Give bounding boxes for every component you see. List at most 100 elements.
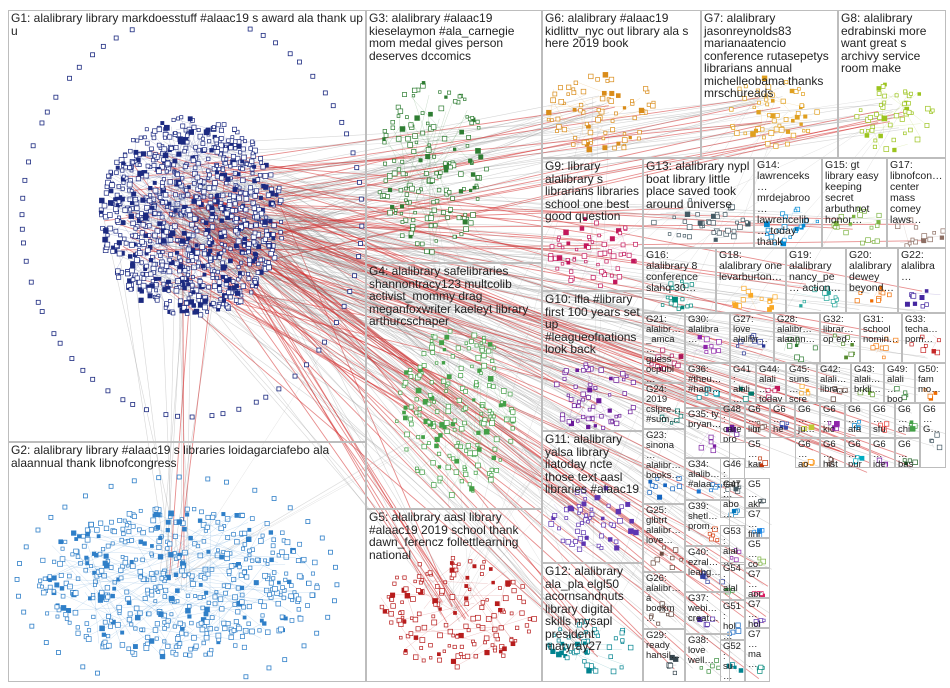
- group-label: G54: alal… apr…: [723, 564, 742, 600]
- group-label: G10: ifla #library first 100 years set u…: [545, 293, 640, 356]
- group-label: G13: alalibrary nypl boat library little…: [646, 160, 751, 210]
- group-label: G6… he…: [773, 405, 792, 438]
- group-label: G6… bas…: [898, 440, 917, 468]
- group-label: G6… kic…: [823, 405, 842, 438]
- group-label: G52: su…: [723, 642, 742, 682]
- group-box-g55: G5… kar…: [745, 438, 770, 468]
- group-label: G48: care pro…: [723, 405, 742, 443]
- group-box-g64: G6… ju…: [795, 403, 820, 438]
- group-box-g33: G33: techa… pom…: [902, 313, 946, 363]
- group-label: G32: librar… op ed…: [823, 315, 857, 345]
- group-label: G6… afa…: [848, 405, 867, 438]
- group-box-g8: G8: alalibrary edrabinski more want grea…: [838, 10, 946, 158]
- group-label: G41: alali… lesle…: [733, 365, 753, 403]
- group-label: G30: alalibra…: [688, 315, 727, 345]
- group-label: G5… kar…: [748, 440, 767, 468]
- group-box-g68: G6… chi…: [895, 403, 920, 438]
- group-box-g25: G25: glbtrt alalibr… love…: [643, 504, 685, 572]
- group-box-g62: G6… libr…: [745, 403, 770, 438]
- group-label: G44: alali… today…: [759, 365, 783, 403]
- group-box-g47: G47: abo… wor…: [720, 478, 745, 518]
- group-box-g67: G6… sfu…: [870, 403, 895, 438]
- group-label: G49: alali… boo…: [887, 365, 912, 403]
- group-label: G11: alalibrary yalsa library ilatoday n…: [545, 433, 640, 496]
- group-box-g73: G6… bas…: [895, 438, 920, 468]
- group-box-g66: G6… afa…: [845, 403, 870, 438]
- group-label: G4: alalibrary safelibraries shannontrac…: [369, 265, 539, 328]
- group-label: G15: gt library easy keeping secret arbu…: [825, 160, 884, 226]
- group-box-g50: G50: fam mo…: [915, 363, 946, 403]
- group-label: G7: alalibrary jasonreynolds83 marianaat…: [704, 12, 835, 100]
- group-box-g48: G48: care pro…: [720, 403, 745, 443]
- group-box-g16: G16: alalibrary 8 conference slahq 30…: [643, 248, 716, 313]
- group-box-g45: G45: suns… scre…: [786, 363, 817, 403]
- group-box-g43: G43: alali… brkli…: [851, 363, 884, 403]
- group-label: G7… ma…: [748, 630, 767, 670]
- group-box-g21: G21: alalibr… _amca… guess ocpubl…: [643, 313, 685, 383]
- group-box-g26: G26: alalibr… á bookm…: [643, 572, 685, 629]
- group-label: G14: lawrenceks… mrdejabroo… lawrencelib…: [757, 160, 819, 248]
- group-box-g51: G51: hol… jea…: [720, 600, 745, 640]
- group-box-g52: G52: su…: [720, 640, 745, 682]
- group-box-g49: G49: alali… boo…: [884, 363, 915, 403]
- group-box-g3: G3: alalibrary #alaac19 kieselaymon #ala…: [366, 10, 542, 263]
- group-label: G6: alalibrary #alaac19 kidlittv_nyc out…: [545, 12, 698, 50]
- group-box-g69: G6… ao…: [795, 438, 820, 468]
- group-box-g1: G1: alalibrary library markdoesstuff #al…: [8, 10, 366, 442]
- group-label: G9: library alalibrary s librarians libr…: [545, 160, 640, 223]
- group-box-g14: G14: lawrenceks… mrdejabroo… lawrencelib…: [754, 158, 822, 248]
- group-box-g59: G7… apr…: [745, 568, 770, 598]
- group-box-g71: G6… pur…: [845, 438, 870, 468]
- group-box-g36: G36: #theu… #ham…: [685, 363, 730, 408]
- group-box-g7: G7: alalibrary jasonreynolds83 marianaat…: [701, 10, 838, 158]
- group-label: G5… akr…: [748, 480, 767, 508]
- group-label: G2: alalibrary library #alaac19 s librar…: [11, 444, 363, 469]
- group-label: G28: alalibr… alaann…: [777, 315, 817, 345]
- group-box-g70: G6… hist…: [820, 438, 845, 468]
- group-box-g18: G18: alalibrary one levarburton…: [716, 248, 786, 313]
- group-label: G7… hol…: [748, 600, 767, 628]
- group-box-g41: G41: alali… lesle…: [730, 363, 756, 403]
- group-box-g17: G17: libnofcon… center mass comey laws…: [887, 158, 946, 248]
- group-label: G31: school nomin…: [863, 315, 899, 345]
- group-label: G6… hist…: [823, 440, 842, 468]
- group-label: G5… co…: [748, 540, 767, 568]
- group-label: G7… fini…: [748, 510, 767, 538]
- group-label: G6… G…: [923, 405, 943, 435]
- group-label: G12: alalibrary ala_pla elgl50 acornsand…: [545, 565, 640, 653]
- group-label: G51: hol… jea…: [723, 602, 742, 640]
- group-box-g11: G11: alalibrary yalsa library ilatoday n…: [542, 431, 643, 563]
- group-label: G50: fam mo…: [918, 365, 943, 395]
- group-label: G6… chi…: [898, 405, 917, 438]
- group-box-g2: G2: alalibrary library #alaac19 s librar…: [8, 442, 366, 682]
- group-label: G17: libnofcon… center mass comey laws…: [890, 160, 943, 226]
- group-label: G16: alalibrary 8 conference slahq 30…: [646, 250, 713, 294]
- group-box-g32: G32: librar… op ed…: [820, 313, 860, 363]
- group-label: G7… apr…: [748, 570, 767, 598]
- group-box-g23: G23: sinona… alalibr… books…: [643, 429, 685, 504]
- group-label: G5: alalibrary aasl library #alaac19 201…: [369, 511, 539, 561]
- group-box-g6: G6: alalibrary #alaac19 kidlittv_nyc out…: [542, 10, 701, 158]
- group-label: G19: alalibrary nancy_pe… action…: [789, 250, 843, 294]
- group-label: G6… sfu…: [873, 405, 892, 438]
- group-label: G47: abo… wor…: [723, 480, 742, 518]
- group-box-g10: G10: ifla #library first 100 years set u…: [542, 291, 643, 431]
- group-label: G6… ju…: [798, 405, 817, 435]
- group-label: G1: alalibrary library markdoesstuff #al…: [11, 12, 363, 37]
- group-box-g24: G24: 2019 cslpre… #sum…: [643, 383, 685, 429]
- group-label: G6… ao…: [798, 440, 817, 468]
- group-label: G20: alalibrary dewey beyond…: [849, 250, 895, 294]
- group-box-g65: G6… kic…: [820, 403, 845, 438]
- group-box-g29: G29: ready hansil…: [643, 629, 685, 682]
- group-box-g74: G6… G…: [920, 403, 946, 468]
- group-label: G22: alalibra…: [901, 250, 943, 283]
- group-box-g12: G12: alalibrary ala_pla elgl50 acornsand…: [542, 563, 643, 682]
- group-label: G3: alalibrary #alaac19 kieselaymon #ala…: [369, 12, 539, 62]
- group-box-g19: G19: alalibrary nancy_pe… action…: [786, 248, 846, 313]
- group-label: G21: alalibr… _amca… guess ocpubl…: [646, 315, 682, 383]
- group-label: G33: techa… pom…: [905, 315, 943, 345]
- group-box-g57: G7… fini…: [745, 508, 770, 538]
- group-box-g60: G7… hol…: [745, 598, 770, 628]
